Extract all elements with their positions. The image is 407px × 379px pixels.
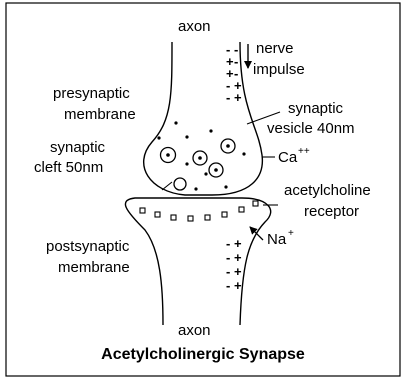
presynaptic-label-line1: presynaptic (53, 85, 130, 102)
nerve-impulse-label-line1: nerve (256, 40, 294, 57)
charge-symbol: + (234, 90, 242, 105)
presynaptic-label-line2: membrane (64, 106, 136, 123)
charge-symbol: + (234, 78, 242, 93)
postsynaptic-membrane-outline (124, 197, 272, 326)
postsynaptic-charges: - + - + - + - + (226, 236, 242, 293)
charge-symbol: - (226, 264, 230, 279)
diagram-frame (5, 2, 401, 377)
up-left-arrow-icon (249, 226, 264, 241)
charge-symbol: - (226, 278, 230, 293)
acetylcholine-receptor-label-line1: acetylcholine (284, 182, 371, 199)
nerve-impulse-label-line2: impulse (253, 61, 305, 78)
synaptic-vesicle (220, 138, 236, 154)
axon-top-label: axon (178, 18, 211, 35)
neurotransmitter-dots (157, 121, 246, 191)
axon-bottom-label: axon (178, 322, 211, 339)
synaptic-vesicle (159, 146, 177, 164)
sodium-label: Na (267, 231, 287, 248)
charge-symbol: + (234, 264, 242, 279)
leader-lines (161, 111, 281, 206)
charge-symbol: - (234, 54, 238, 69)
charge-symbol: + (234, 250, 242, 265)
calcium-charge: ++ (298, 146, 310, 157)
presynaptic-terminal-outline (142, 41, 264, 196)
charge-symbol: + (234, 278, 242, 293)
sodium-charge: + (288, 228, 294, 239)
nerve-impulse-charges: - - + - + - - + - + (226, 42, 242, 105)
synaptic-vesicles (159, 138, 236, 191)
synaptic-cleft-label-line1: synaptic (50, 139, 106, 156)
postsynaptic-label-line1: postsynaptic (46, 238, 130, 255)
charge-symbol: + (226, 54, 234, 69)
charge-symbol: - (226, 78, 230, 93)
charge-symbol: - (226, 250, 230, 265)
charge-symbol: - (226, 236, 230, 251)
charge-symbol: - (234, 42, 238, 57)
charge-symbol: - (234, 66, 238, 81)
charge-symbol: + (234, 236, 242, 251)
synaptic-vesicle-label-line2: vesicle 40nm (267, 120, 355, 137)
synaptic-vesicle (192, 150, 208, 166)
charge-symbol: + (226, 66, 234, 81)
calcium-label: Ca (278, 149, 298, 166)
synaptic-vesicle-label-line1: synaptic (288, 100, 344, 117)
synaptic-vesicle-fusing (173, 177, 187, 191)
postsynaptic-label-line2: membrane (58, 259, 130, 276)
diagram-title: Acetylcholinergic Synapse (101, 346, 305, 363)
synaptic-cleft-label-line2: cleft 50nm (34, 159, 103, 176)
charge-symbol: - (226, 42, 230, 57)
acetylcholine-receptor-label-line2: receptor (304, 203, 359, 220)
synaptic-vesicle (208, 162, 224, 178)
charge-symbol: - (226, 90, 230, 105)
acetylcholine-receptors (139, 200, 259, 222)
